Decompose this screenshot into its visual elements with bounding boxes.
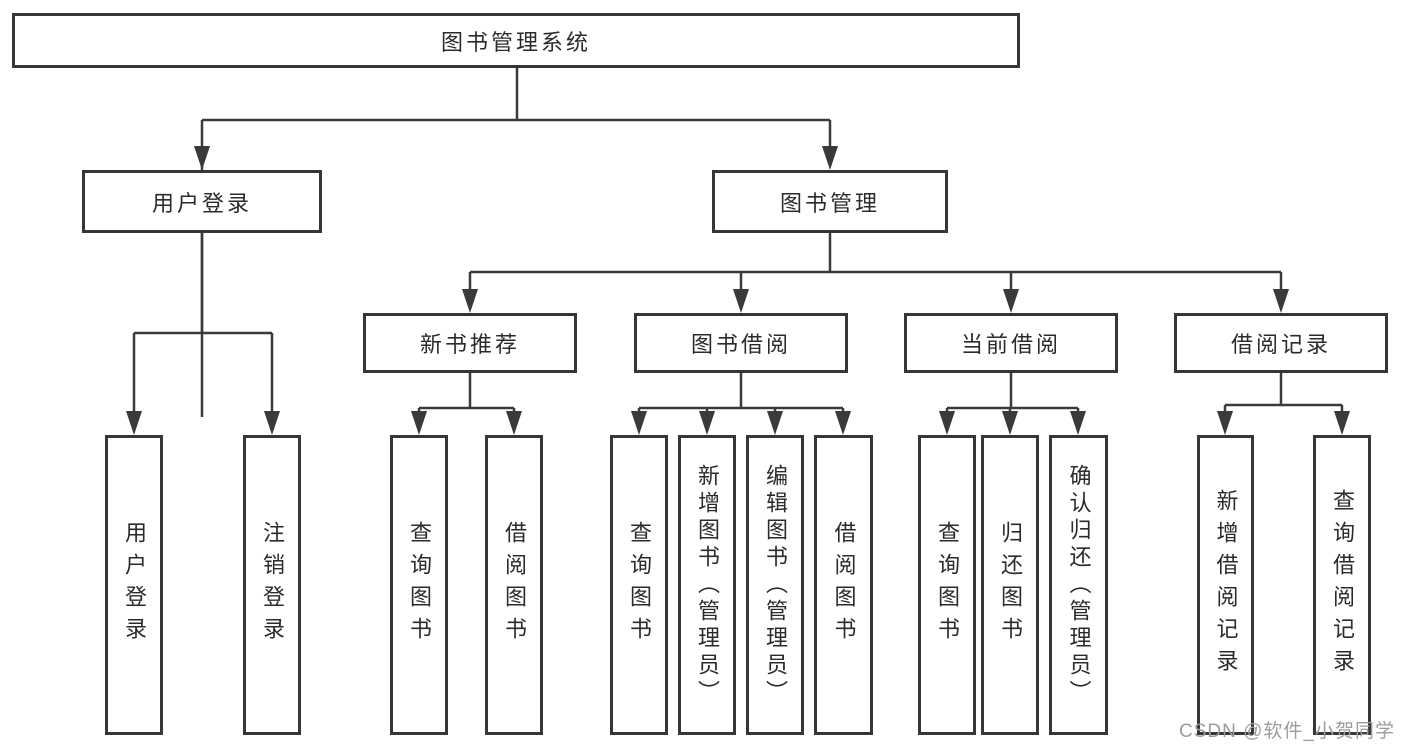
leaf-label: 借阅图书 xyxy=(502,521,527,649)
leaf-borrow-add-books-admin: 新增图书（管理员） xyxy=(678,435,736,735)
leaf-current-confirm-return-admin: 确认归还（管理员） xyxy=(1049,435,1108,735)
node-user-login: 用户登录 xyxy=(82,170,322,233)
node-label: 新书推荐 xyxy=(419,332,520,357)
leaf-label: 查询借阅记录 xyxy=(1330,489,1355,681)
leaf-label: 新增图书（管理员） xyxy=(695,463,720,707)
node-new-book-recommend: 新书推荐 xyxy=(363,313,577,373)
node-book-borrowing: 图书借阅 xyxy=(634,313,848,373)
leaf-user-login: 用户登录 xyxy=(105,435,163,735)
node-borrowing-records: 借阅记录 xyxy=(1174,313,1388,373)
leaf-records-query-borrow-record: 查询借阅记录 xyxy=(1313,435,1371,735)
leaf-label: 新增借阅记录 xyxy=(1213,489,1239,681)
node-library-management-system: 图书管理系统 xyxy=(12,13,1020,68)
leaf-records-add-borrow-record: 新增借阅记录 xyxy=(1197,435,1254,735)
leaf-borrow-edit-books-admin: 编辑图书（管理员） xyxy=(746,435,804,735)
leaf-label: 归还图书 xyxy=(998,521,1023,649)
leaf-recommend-borrow-books: 借阅图书 xyxy=(485,435,543,735)
csdn-watermark: CSDN @软件_小贺同学 xyxy=(1179,721,1395,742)
node-label: 图书管理系统 xyxy=(440,29,591,55)
node-label: 图书管理 xyxy=(779,190,880,216)
node-label: 用户登录 xyxy=(151,190,252,216)
leaf-label: 借阅图书 xyxy=(831,521,857,649)
leaf-label: 查询图书 xyxy=(935,521,960,649)
leaf-borrow-query-books: 查询图书 xyxy=(610,435,668,735)
leaf-borrow-borrow-books: 借阅图书 xyxy=(814,435,873,735)
leaf-current-return-books: 归还图书 xyxy=(981,435,1039,735)
leaf-current-query-books: 查询图书 xyxy=(918,435,976,735)
node-current-borrowing: 当前借阅 xyxy=(904,313,1118,373)
node-label: 当前借阅 xyxy=(960,332,1061,357)
leaf-label: 注销登录 xyxy=(260,521,285,649)
leaf-label: 编辑图书（管理员） xyxy=(763,463,788,707)
leaf-label: 查询图书 xyxy=(627,521,652,649)
node-label: 图书借阅 xyxy=(690,332,791,357)
node-book-management: 图书管理 xyxy=(712,170,948,233)
leaf-label: 查询图书 xyxy=(407,521,432,649)
leaf-logout: 注销登录 xyxy=(243,435,301,735)
node-label: 借阅记录 xyxy=(1230,332,1331,357)
leaf-recommend-query-books: 查询图书 xyxy=(390,435,448,735)
leaf-label: 用户登录 xyxy=(122,521,147,649)
leaf-label: 确认归还（管理员） xyxy=(1066,463,1092,707)
